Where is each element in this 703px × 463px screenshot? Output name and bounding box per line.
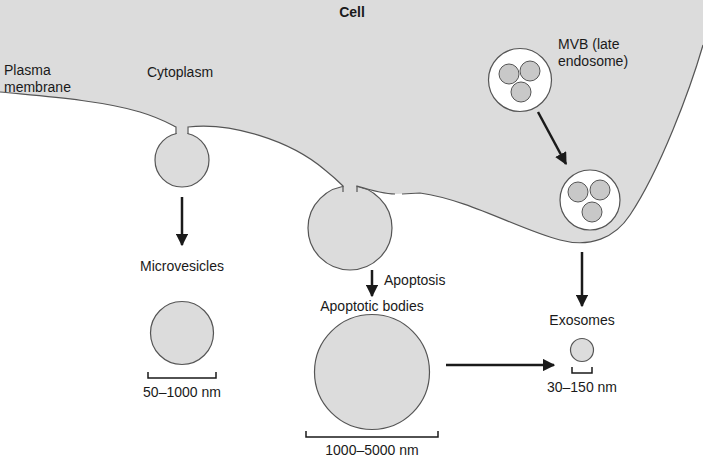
fused-mvb (560, 170, 620, 230)
size-label: 50–1000 nm (143, 384, 221, 400)
process-label: Apoptosis (384, 272, 445, 288)
circle-outline (487, 47, 553, 113)
intraluminal-vesicle (590, 180, 610, 200)
intraluminal-vesicle (568, 182, 588, 202)
label-box: Apoptosis (384, 272, 445, 289)
size-bracket (148, 372, 216, 378)
budding-microvesicle (155, 133, 209, 187)
node-text-box: Exosomes (549, 312, 614, 329)
label-box: 30–150 nm (547, 379, 617, 396)
membrane-label: Plasma membrane (4, 62, 71, 95)
intraluminal-vesicle (499, 64, 519, 84)
cytoplasm-label: Cytoplasm (147, 64, 213, 80)
vesicle-circle (571, 339, 594, 362)
circle-outline (313, 313, 431, 431)
label-box: Cell (339, 4, 365, 21)
node-text-box: MVB (late endosome) (558, 36, 654, 70)
label-box: Plasma membrane (4, 62, 82, 96)
release-arrow (181, 197, 184, 245)
exosome-circle: Exosomes (570, 338, 594, 362)
vesicle-circle (151, 302, 214, 365)
vesicle-circle (315, 315, 430, 430)
intraluminal-vesicle (511, 82, 531, 102)
label-box: Cytoplasm (147, 64, 213, 81)
cell-label: Cell (339, 4, 365, 20)
node-label: Apoptotic bodies (320, 298, 424, 314)
budding-apoptotic-body (308, 186, 392, 270)
intraluminal-vesicle (582, 202, 602, 222)
size-bracket (572, 367, 592, 373)
process-arrow (446, 364, 554, 367)
mvb-circle: MVB (late endosome) (488, 48, 552, 112)
label-box: 1000–5000 nm (325, 442, 418, 459)
circle-outline (569, 337, 595, 363)
bud-neck (177, 122, 188, 136)
cell-body (0, 0, 703, 243)
plasma-membrane (0, 45, 703, 243)
microvesicle-circle: Microvesicles (150, 301, 214, 365)
node-label: Microvesicles (140, 258, 224, 274)
circle-outline (149, 300, 215, 366)
node-text-box: Microvesicles (140, 258, 224, 275)
node-label: Exosomes (549, 312, 614, 328)
label-box: 50–1000 nm (143, 384, 221, 401)
node-label: MVB (late endosome) (558, 36, 628, 69)
node-text-box: Apoptotic bodies (320, 298, 424, 315)
intraluminal-vesicle (520, 61, 540, 81)
release-arrow (371, 270, 374, 296)
size-label: 1000–5000 nm (325, 442, 418, 458)
release-arrow (581, 252, 584, 306)
size-label: 30–150 nm (547, 379, 617, 395)
apoptotic-body-circle: Apoptotic bodies (314, 314, 430, 430)
bud-neck (344, 180, 357, 189)
fusion-arrow (538, 112, 566, 164)
size-bracket (306, 431, 438, 437)
vesicle-circle (489, 49, 552, 112)
